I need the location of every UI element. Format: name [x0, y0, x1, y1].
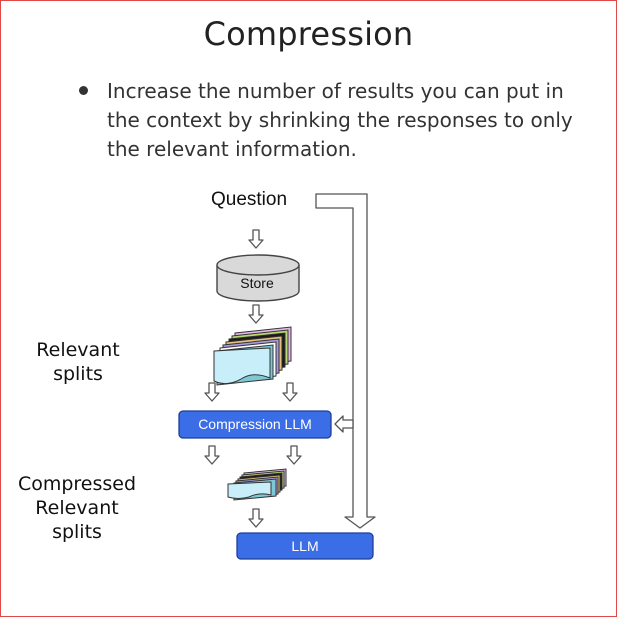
branch-arrow-left — [334, 415, 354, 433]
compressed-splits-stack-icon — [227, 468, 287, 501]
relevant-splits-stack-icon — [213, 326, 292, 386]
bullet-dot-icon — [79, 86, 88, 95]
compressed-splits-label: Compressed Relevant splits — [7, 472, 147, 544]
arrow-store-to-splits — [248, 304, 264, 324]
store-cylinder-icon — [216, 254, 300, 302]
arrow-split-right-to-compression — [282, 382, 298, 402]
relevant-splits-label-line-1: Relevant — [36, 339, 120, 361]
arrow-compressed-to-llm — [248, 508, 264, 528]
relevant-splits-label-line-2: splits — [53, 363, 103, 385]
compression-llm-label: Compression LLM — [198, 416, 312, 432]
slide-title: Compression — [203, 15, 414, 53]
compression-llm-box — [178, 410, 332, 439]
llm-label: LLM — [291, 538, 318, 554]
arrow-split-left-to-compression — [204, 382, 220, 402]
bullet-text: Increase the number of results you can p… — [107, 79, 573, 161]
question-label: Question — [211, 189, 287, 210]
compressed-splits-label-line-2: Relevant — [35, 497, 119, 519]
llm-box — [236, 532, 374, 560]
store-label: Store — [240, 275, 274, 291]
relevant-splits-label: Relevant splits — [23, 338, 133, 386]
arrow-question-to-store — [248, 229, 264, 249]
arrow-compression-left-down — [204, 445, 220, 465]
compressed-splits-label-line-3: splits — [52, 521, 102, 543]
compressed-splits-label-line-1: Compressed — [17, 473, 137, 495]
bypass-arrow — [315, 193, 376, 529]
arrow-compression-right-down — [286, 445, 302, 465]
